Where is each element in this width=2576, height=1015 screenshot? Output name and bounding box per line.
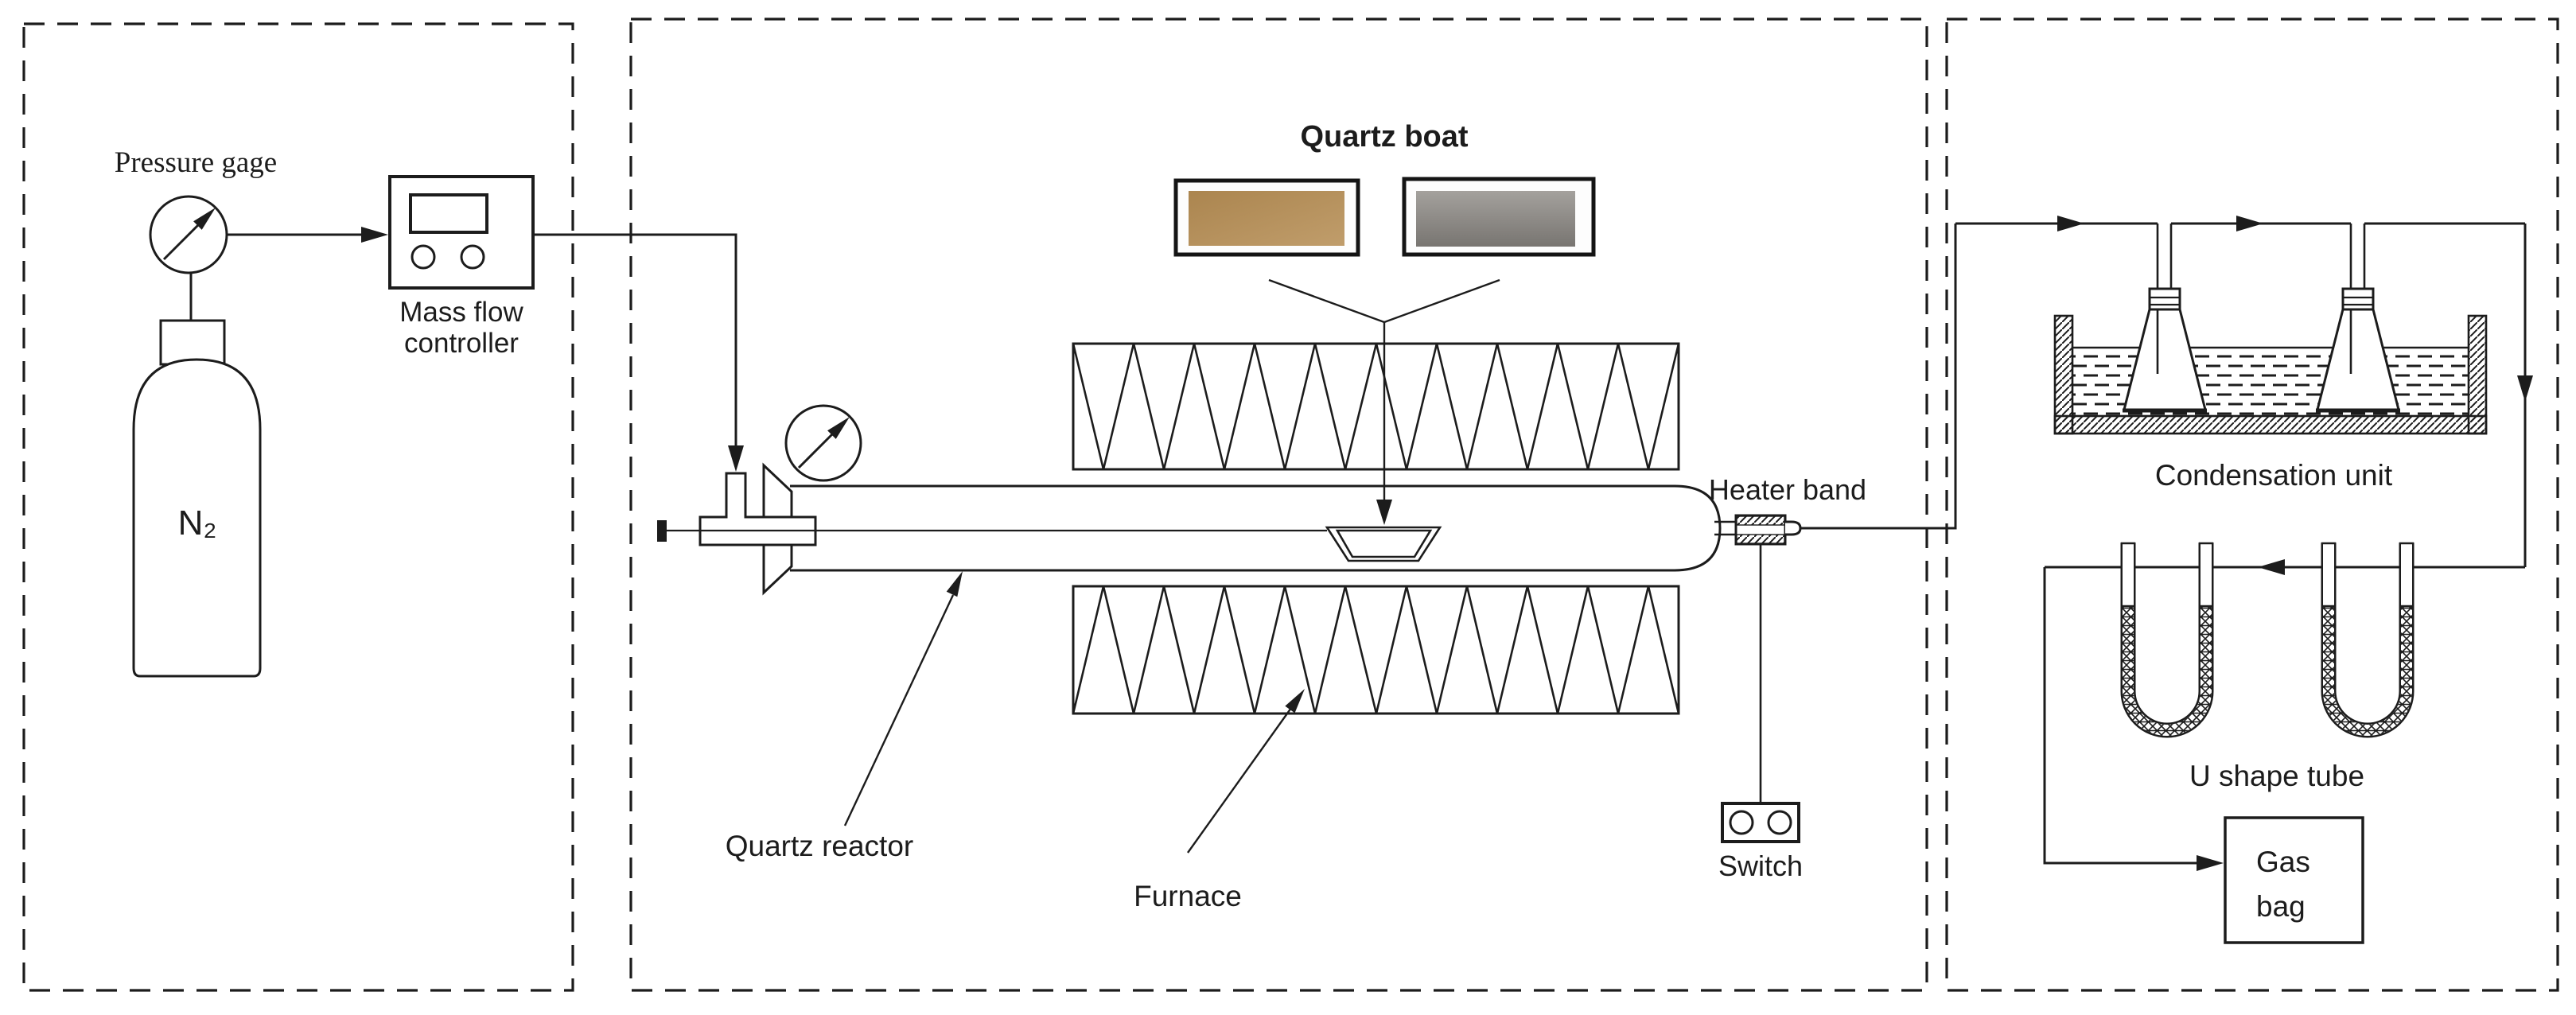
cylinder-label: N₂ bbox=[178, 504, 217, 542]
mfc-to-reactor-line bbox=[533, 233, 744, 472]
gauge-needle-arrowhead bbox=[193, 208, 216, 230]
gas-bag: Gas bag bbox=[2224, 816, 2364, 944]
tee-end-plug bbox=[657, 520, 667, 542]
boat-photo-before bbox=[1173, 178, 1360, 257]
gauge-to-mfc-line bbox=[227, 227, 388, 243]
section-borders bbox=[22, 18, 2559, 992]
riser-down-arrowhead bbox=[2517, 375, 2533, 402]
u-shape-tube-label: U shape tube bbox=[2189, 760, 2364, 792]
quartz-reactor-label: Quartz reactor bbox=[726, 830, 913, 862]
inlet-tee-fitting bbox=[698, 472, 817, 546]
flow-arrowhead bbox=[361, 227, 388, 243]
flow-arrowhead-1 bbox=[2057, 216, 2084, 231]
u-line-left-arrowhead bbox=[2258, 559, 2285, 575]
collection-section: Condensation unit U shape tube bbox=[1955, 216, 2533, 944]
bath-base bbox=[2053, 414, 2488, 435]
reactor-section-border bbox=[629, 18, 1928, 992]
mfc-knob-right bbox=[460, 244, 485, 270]
inlet-down-arrowhead bbox=[728, 445, 744, 472]
mfc-label-line1: Mass flow bbox=[399, 297, 523, 328]
reactor-gauge-icon bbox=[784, 404, 862, 482]
furnace-label: Furnace bbox=[1134, 880, 1242, 912]
pressure-gage-label: Pressure gage bbox=[115, 146, 277, 179]
furnace-coil-top bbox=[1072, 342, 1680, 471]
heater-band-label: Heater band bbox=[1709, 473, 1866, 506]
reactor-gauge-needle-arrowhead bbox=[827, 417, 850, 439]
gas-supply-section: Pressure gage N₂ Mass flow controller bbox=[115, 146, 744, 678]
mfc-knob-left bbox=[411, 244, 436, 270]
cylinder-valve-neck bbox=[159, 319, 226, 366]
condensation-bath bbox=[2053, 314, 2488, 435]
furnace-coil-bottom bbox=[1072, 585, 1680, 715]
flask-body bbox=[2316, 308, 2400, 411]
n2-cylinder: N₂ bbox=[132, 273, 262, 678]
pressure-gauge-icon bbox=[149, 195, 228, 274]
outlet-nub bbox=[1785, 520, 1802, 536]
mfc-label-line2: controller bbox=[404, 328, 519, 359]
flask-body bbox=[2123, 308, 2207, 411]
quartz-boat-photos: Quartz boat bbox=[1173, 120, 1596, 525]
reactor-outlet-line bbox=[1800, 224, 1957, 530]
collection-section-border bbox=[1945, 18, 2559, 992]
quartz-boat-label: Quartz boat bbox=[1300, 120, 1468, 154]
furnace-callout: Furnace bbox=[1134, 689, 1305, 912]
heater-band: Heater band bbox=[1709, 473, 1866, 546]
condensation-unit-label: Condensation unit bbox=[2155, 459, 2393, 492]
boat-photo-after bbox=[1402, 177, 1596, 257]
gas-bag-label-line2: bag bbox=[2256, 890, 2306, 923]
mass-flow-controller: Mass flow controller bbox=[388, 175, 535, 359]
gas-bag-arrowhead bbox=[2197, 855, 2224, 871]
gas-bag-line bbox=[2043, 567, 2224, 871]
u-shape-tube-1 bbox=[2120, 542, 2214, 738]
switch-button-right bbox=[1767, 810, 1792, 835]
boat-photo-pointer-lines bbox=[1268, 278, 1500, 500]
condensation-flask-2 bbox=[2316, 224, 2400, 413]
quartz-reactor-callout: Quartz reactor bbox=[726, 571, 963, 862]
reactor-section: Quartz boat Heater band bbox=[657, 120, 1957, 912]
quartz-reactor-arrowhead bbox=[946, 571, 963, 597]
switch: Switch bbox=[1718, 544, 1803, 882]
quartz-tube bbox=[790, 484, 1722, 572]
condensation-flask-1 bbox=[2123, 224, 2207, 413]
furnace-arrowhead bbox=[1285, 689, 1305, 714]
boat-down-arrowhead bbox=[1376, 500, 1392, 525]
flask-neck bbox=[2148, 287, 2181, 311]
switch-label: Switch bbox=[1718, 850, 1803, 882]
cylinder-body bbox=[132, 358, 262, 678]
gas-bag-label-line1: Gas bbox=[2256, 846, 2310, 878]
mfc-display-screen bbox=[409, 193, 488, 234]
u-shape-tube-2 bbox=[2321, 542, 2415, 738]
flow-arrowhead-2 bbox=[2236, 216, 2263, 231]
gas-supply-section-border bbox=[22, 22, 574, 992]
quartz-boat-symbol bbox=[1325, 526, 1442, 562]
switch-button-left bbox=[1729, 810, 1754, 835]
flask-neck bbox=[2341, 287, 2375, 311]
